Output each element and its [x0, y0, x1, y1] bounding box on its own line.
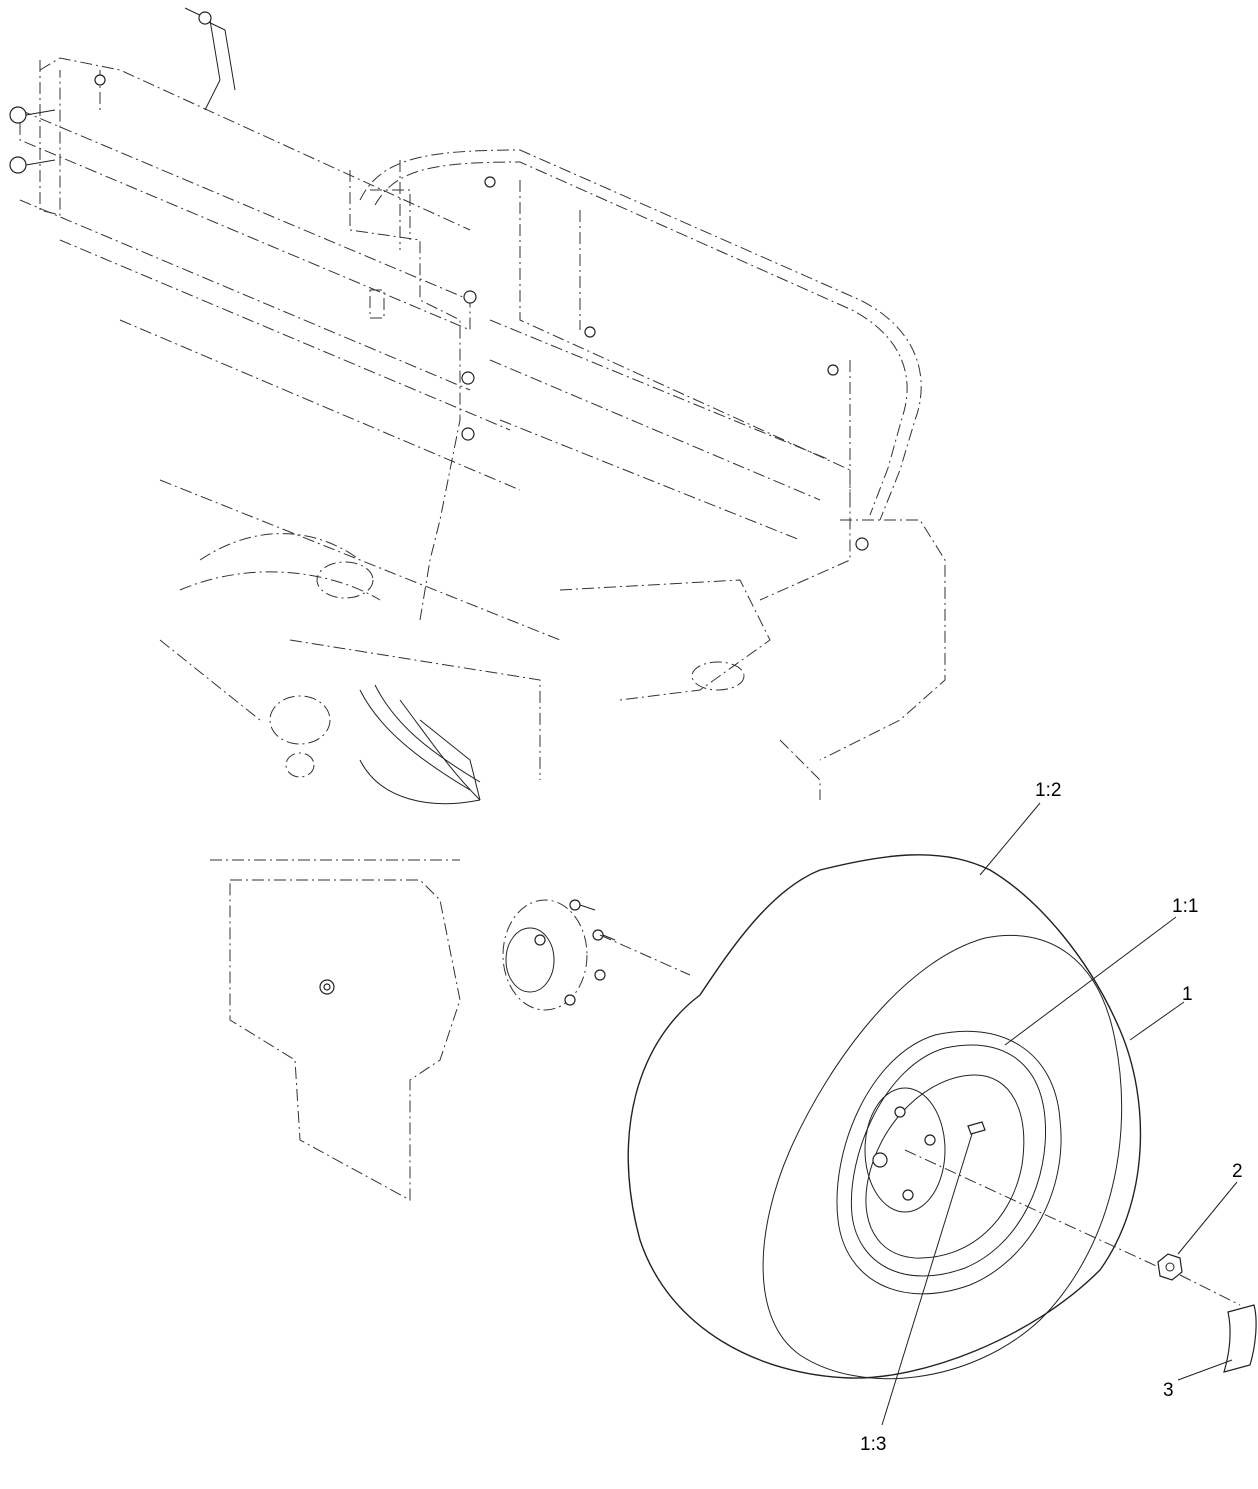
leader-line-1 — [1129, 1001, 1185, 1041]
leader-line-1-3 — [881, 1133, 973, 1426]
rim — [836, 1030, 1062, 1295]
callout-2: 2 — [1232, 1161, 1243, 1182]
callout-1-1: 1:1 — [1172, 896, 1198, 917]
callout-1: 1 — [1182, 984, 1193, 1005]
wheel-hub — [502, 899, 616, 1011]
leader-line-2 — [1177, 1181, 1238, 1255]
tire-outer — [627, 854, 1142, 1379]
leader-line-1-2 — [979, 802, 1041, 876]
lug-nut — [1157, 1253, 1183, 1281]
chassis-frame — [9, 7, 946, 1201]
callout-1-3: 1:3 — [860, 1434, 886, 1455]
tire-assembly — [627, 854, 1241, 1380]
frame-bolts — [94, 74, 869, 551]
callout-3: 3 — [1163, 1380, 1174, 1401]
leader-line-3 — [1177, 1359, 1233, 1381]
bolt-head — [198, 11, 212, 25]
tire-sidewall — [762, 934, 1123, 1380]
valve-cap — [1223, 1304, 1257, 1373]
leader-line-1-1 — [1004, 916, 1177, 1046]
callout-1-2: 1:2 — [1035, 780, 1061, 801]
callouts: 1:2 1:1 1 2 3 1:3 — [860, 780, 1243, 1455]
